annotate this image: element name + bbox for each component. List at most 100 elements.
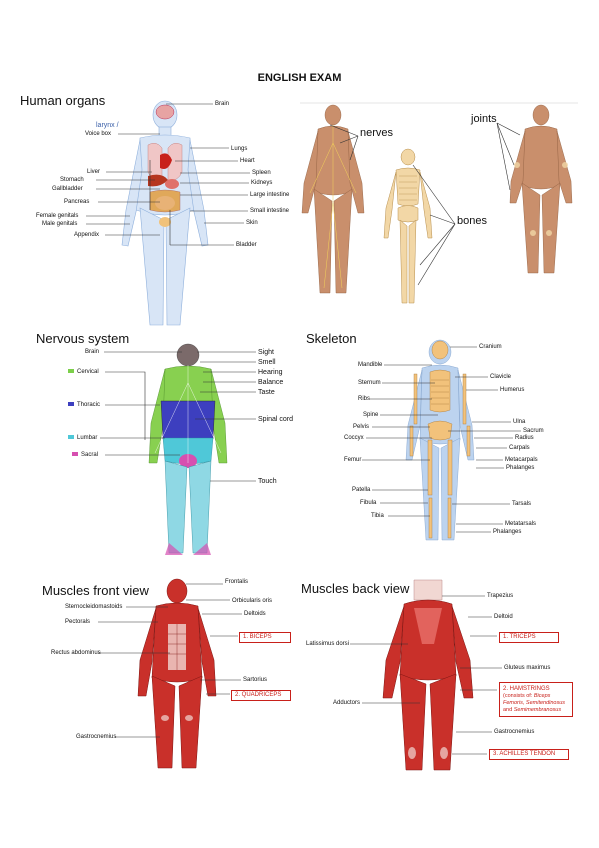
- label-heart: Heart: [240, 158, 255, 164]
- label-tibia: Tibia: [371, 513, 384, 519]
- label-fibula: Fibula: [360, 500, 377, 506]
- label-appendix: Appendix: [74, 232, 100, 238]
- label-pectorals: Pectorals: [65, 619, 91, 625]
- label-nerves: nerves: [360, 127, 394, 139]
- label-spine: Spine: [363, 412, 379, 418]
- label-balance: Balance: [258, 379, 284, 386]
- label-ulna: Ulna: [513, 419, 526, 425]
- label-hearing: Hearing: [258, 369, 283, 376]
- label-radius: Radius: [515, 435, 534, 441]
- label-frontalis: Frontalis: [225, 579, 249, 585]
- cervical-swatch: [68, 369, 74, 374]
- hamstrings-note: (consists of: Biceps Femoris, Semitendin…: [503, 693, 566, 713]
- label-trapezius: Trapezius: [487, 593, 514, 599]
- nervous-figure: [148, 343, 228, 555]
- label-taste: Taste: [258, 389, 275, 396]
- label-brain: Brain: [215, 101, 230, 107]
- label-spleen: Spleen: [252, 170, 271, 176]
- label-achilles-tendon: 3. ACHILLES TENDON: [489, 749, 569, 760]
- label-nervous-brain: Brain: [85, 349, 100, 355]
- label-joints: joints: [471, 113, 497, 125]
- label-metatarsals: Metatarsals: [505, 521, 537, 527]
- label-phalanges-foot: Phalanges: [493, 529, 522, 535]
- label-orbicularis: Orbicularis oris: [232, 598, 273, 604]
- label-carpals: Carpals: [509, 445, 530, 451]
- label-deltoids: Deltoids: [244, 611, 266, 617]
- label-kidneys: Kidneys: [251, 180, 273, 186]
- label-phalanges-hand: Phalanges: [506, 465, 535, 471]
- nerves-figure: [301, 104, 365, 294]
- label-touch: Touch: [258, 478, 277, 485]
- label-mandible: Mandible: [358, 362, 383, 368]
- thoracic-swatch: [68, 402, 74, 407]
- label-larynx: larynx /: [96, 122, 119, 129]
- label-ribs: Ribs: [358, 396, 371, 402]
- joints-figure: [509, 104, 573, 274]
- label-cervical: Cervical: [68, 369, 99, 376]
- label-skin: Skin: [246, 220, 258, 226]
- label-triceps: 1. TRICEPS: [499, 632, 559, 643]
- skeleton-figure: [405, 339, 475, 541]
- label-gastrocnemius-front: Gastrocnemius: [76, 734, 117, 740]
- label-latissimus-dorsi: Latissimus dorsi: [306, 641, 350, 647]
- label-metacarpals: Metacarpals: [505, 457, 538, 463]
- muscles-back-figure: [382, 579, 474, 771]
- label-gallbladder: Gallbladder: [52, 186, 83, 192]
- lumbar-swatch: [68, 435, 74, 440]
- label-sternocleidomastoids: Sternocleidomastoids: [65, 604, 123, 610]
- label-bones: bones: [457, 215, 487, 227]
- heading-muscles-front: Muscles front view: [42, 583, 149, 598]
- label-liver: Liver: [87, 169, 101, 175]
- label-sartorius: Sartorius: [243, 677, 268, 683]
- label-lumbar: Lumbar: [68, 435, 97, 442]
- label-small-intestine: Small intestine: [250, 208, 290, 214]
- label-tarsals: Tarsals: [512, 501, 532, 507]
- label-sternum: Sternum: [358, 380, 381, 386]
- label-humerus: Humerus: [500, 387, 525, 393]
- label-patella: Patella: [352, 487, 371, 493]
- heading-skeleton: Skeleton: [306, 331, 357, 346]
- label-spinal-cord: Spinal cord: [258, 416, 294, 423]
- organs-figure: [121, 100, 209, 326]
- label-cranium: Cranium: [479, 344, 502, 350]
- label-coccyx: Coccyx: [344, 435, 364, 441]
- label-biceps: 1. BICEPS: [239, 632, 291, 643]
- label-stomach: Stomach: [60, 177, 84, 183]
- label-bladder: Bladder: [236, 242, 257, 248]
- bones-figure: [383, 148, 433, 304]
- heading-nervous-system: Nervous system: [36, 331, 130, 346]
- page-title: ENGLISH EXAM: [257, 72, 342, 84]
- label-female-genitals: Female genitals: [36, 213, 79, 219]
- label-gastrocnemius-back: Gastrocnemius: [494, 729, 535, 735]
- label-large-intestine: Large intestine: [250, 192, 290, 198]
- label-clavicle: Clavicle: [490, 374, 512, 380]
- label-quadriceps: 2. QUADRICEPS: [231, 690, 291, 701]
- label-adductors: Adductors: [333, 700, 361, 706]
- label-pancreas: Pancreas: [64, 199, 90, 205]
- label-thoracic: Thoracic: [68, 402, 100, 409]
- heading-muscles-back: Muscles back view: [301, 581, 410, 596]
- label-sacrum: Sacrum: [523, 428, 544, 434]
- label-male-genitals: Male genitals: [42, 221, 78, 227]
- label-pelvis: Pelvis: [353, 424, 370, 430]
- label-rectus-abdominus: Rectus abdominus: [51, 650, 101, 656]
- label-smell: Smell: [258, 359, 276, 366]
- heading-human-organs: Human organs: [20, 93, 106, 108]
- label-voice-box: Voice box: [85, 131, 112, 137]
- divider-line: [300, 102, 578, 104]
- hamstrings-box: 2. HAMSTRINGS (consists of: Biceps Femor…: [499, 682, 573, 717]
- label-sacral: Sacral: [72, 452, 98, 459]
- muscles-front-figure: [137, 578, 217, 769]
- label-lungs: Lungs: [231, 146, 248, 152]
- label-deltoid: Deltoid: [494, 614, 513, 620]
- label-femur: Femur: [344, 457, 362, 463]
- label-gluteus-maximus: Gluteus maximus: [504, 665, 551, 671]
- sacral-swatch: [72, 452, 78, 457]
- label-hamstrings: 2. HAMSTRINGS: [503, 686, 550, 692]
